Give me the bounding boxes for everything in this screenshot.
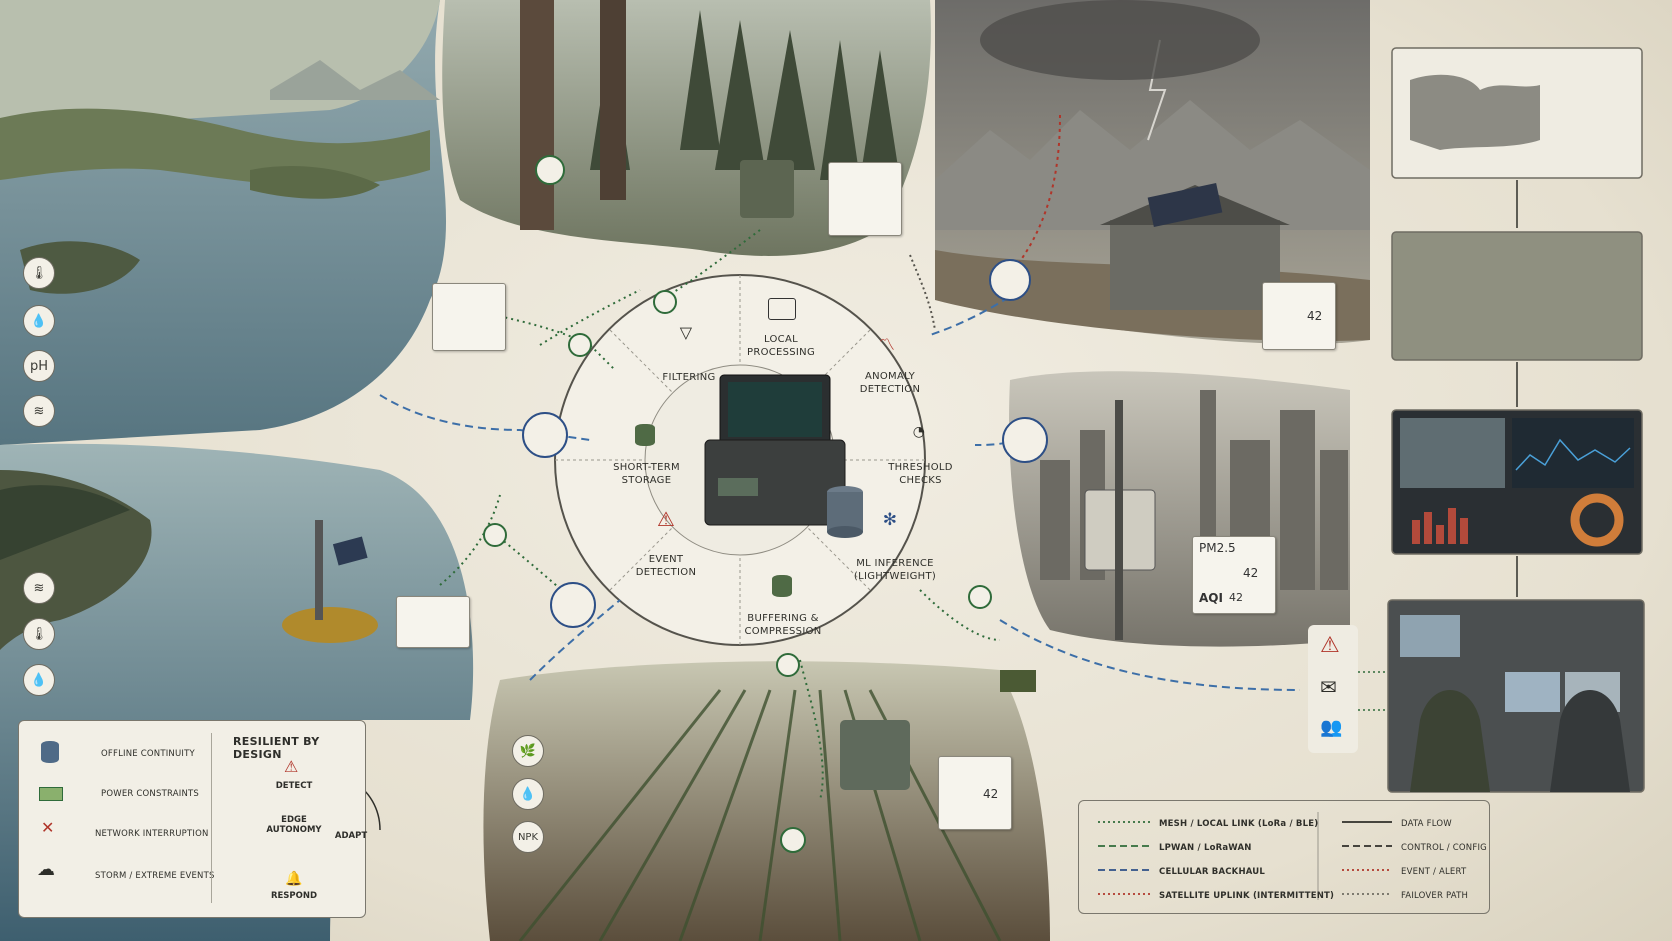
network-interruption-label: NETWORK INTERRUPTION xyxy=(95,829,209,839)
legend-line-samples xyxy=(1098,812,1392,900)
resilience-panel: OFFLINE CONTINUITY POWER CONSTRAINTS ✕ N… xyxy=(18,720,367,918)
edge-processing-hub xyxy=(554,274,926,646)
leaf-icon: 🌿 xyxy=(512,735,544,767)
cycle-adapt: ADAPT xyxy=(334,831,368,841)
cycle-respond: RESPOND xyxy=(270,891,318,901)
storage-cylinder-icon xyxy=(635,424,655,446)
legend-data-flow: DATA FLOW xyxy=(1401,819,1452,829)
npk-label: NPK xyxy=(517,831,539,843)
wetland-scene xyxy=(0,0,447,445)
waves-icon: ≋ xyxy=(23,395,55,427)
storage-cylinder-icon xyxy=(772,575,792,597)
link-legend: MESH / LOCAL LINK (LoRa / BLE) LPWAN / L… xyxy=(1078,800,1490,914)
legend-control-config: CONTROL / CONFIG xyxy=(1401,843,1487,853)
warning-icon: ⚠ xyxy=(656,507,676,531)
storm-extreme-events-label: STORM / EXTREME EVENTS xyxy=(95,871,215,881)
city-scene xyxy=(1009,371,1350,647)
control-chain xyxy=(1358,47,1645,793)
cycle-detect: DETECT xyxy=(275,781,313,791)
ph-sensor-icon: pH xyxy=(23,350,55,382)
hub-buffering-compression: BUFFERING & COMPRESSION xyxy=(744,613,822,637)
mountain-station-scene xyxy=(935,0,1370,345)
hub-ml-inference: ML INFERENCE (LIGHTWEIGHT) xyxy=(853,558,937,582)
legend-lpwan: LPWAN / LoRaWAN xyxy=(1159,843,1252,853)
warning-icon: ⚠ xyxy=(284,757,299,776)
pm25-label: PM2.5 xyxy=(1199,541,1236,555)
cycle-edge-autonomy: EDGE AUTONOMY xyxy=(266,815,322,835)
storm-cloud-icon: ☁ xyxy=(37,859,55,880)
gauge-icon: ◔ xyxy=(912,424,926,440)
anomaly-chart-icon: 〽 xyxy=(878,335,896,354)
neural-network-icon: ✻ xyxy=(882,510,898,530)
hub-event-detection: EVENT DETECTION xyxy=(635,554,697,578)
forest-scene xyxy=(442,0,931,256)
funnel-icon: ▽ xyxy=(679,323,693,342)
pm25-value: 42 xyxy=(1243,566,1259,580)
offline-continuity-label: OFFLINE CONTINUITY xyxy=(101,749,195,759)
power-constraints-label: POWER CONSTRAINTS xyxy=(101,789,199,799)
battery-icon xyxy=(39,787,63,801)
legend-satellite: SATELLITE UPLINK (INTERMITTENT) xyxy=(1159,891,1335,901)
thermometer-icon: 🌡 xyxy=(23,618,55,650)
water-drop-icon: 💧 xyxy=(23,305,55,337)
water-drop-icon: 💧 xyxy=(512,778,544,810)
resilience-title: RESILIENT BY DESIGN xyxy=(233,735,320,761)
hub-local-processing: LOCAL PROCESSING xyxy=(746,334,816,358)
hub-anomaly-detection: ANOMALY DETECTION xyxy=(859,371,921,395)
city-readout-card: PM2.5 42 AQI 42 xyxy=(1192,536,1276,614)
thermometer-icon: 🌡 xyxy=(23,257,55,289)
divider xyxy=(211,733,212,903)
users-icon: 👥 xyxy=(1320,717,1343,738)
legend-cellular: CELLULAR BACKHAUL xyxy=(1159,867,1266,877)
aqi-value: 42 xyxy=(1229,591,1243,604)
chip-icon xyxy=(768,298,796,320)
hub-short-term-storage: SHORT-TERM STORAGE xyxy=(613,462,680,486)
coastal-readout-card xyxy=(396,596,470,648)
hub-threshold-checks: THRESHOLD CHECKS xyxy=(888,462,953,486)
readout-value: 42 xyxy=(1307,309,1323,323)
email-icon: ✉ xyxy=(1320,675,1337,699)
notification-icons: ⚠ ✉ 👥 xyxy=(1308,625,1358,753)
aqi-label: AQI xyxy=(1199,591,1223,605)
wetland-readout-card xyxy=(432,283,506,351)
water-drop-icon: 💧 xyxy=(23,664,55,696)
network-interruption-icon: ✕ xyxy=(41,818,55,837)
alert-icon: ⚠ xyxy=(1320,633,1340,658)
readout-value: 42 xyxy=(983,787,999,801)
bell-icon: 🔔 xyxy=(285,871,303,887)
legend-failover-path: FAILOVER PATH xyxy=(1401,891,1469,901)
field-scene xyxy=(483,661,1050,941)
waves-icon: ≋ xyxy=(23,572,55,604)
legend-mesh: MESH / LOCAL LINK (LoRa / BLE) xyxy=(1159,819,1319,829)
legend-event-alert: EVENT / ALERT xyxy=(1401,867,1467,877)
field-readout-card: 42 xyxy=(938,756,1012,830)
ph-label: pH xyxy=(29,358,49,374)
hub-filtering: FILTERING xyxy=(662,372,716,383)
relay-nodes xyxy=(483,155,1048,853)
storage-cylinder-icon xyxy=(41,741,59,763)
forest-readout-card xyxy=(828,162,902,236)
npk-sensor-icon: NPK xyxy=(512,821,544,853)
mountain-readout-card: 42 xyxy=(1262,282,1336,350)
